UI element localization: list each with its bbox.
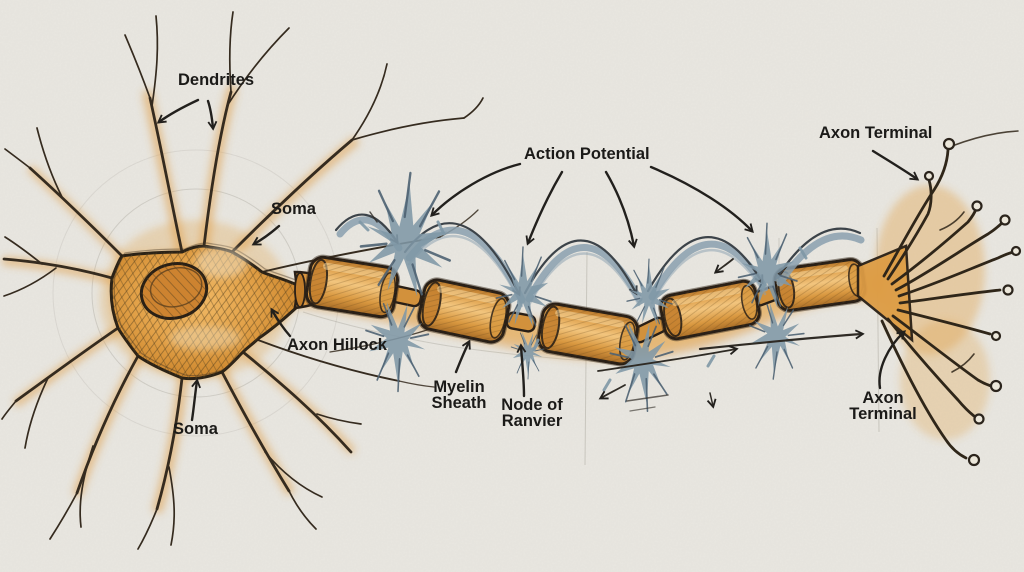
label-node-of-ranvier: Node of Ranvier xyxy=(496,396,568,430)
axon-terminal xyxy=(856,130,1022,467)
node-of-ranvier-arrow xyxy=(521,346,524,398)
action-potential-arrow-1 xyxy=(432,162,522,215)
myelin-segment xyxy=(658,278,762,342)
label-soma-upper: Soma xyxy=(271,200,316,218)
label-axon-terminal-top: Axon Terminal xyxy=(819,124,933,142)
dendrites xyxy=(1,11,484,550)
action-potential-arrow-3 xyxy=(604,170,634,246)
action-potential-arrow-2 xyxy=(528,170,564,243)
axon-terminal-top-arrow xyxy=(871,149,917,179)
dendrites-arrow-1 xyxy=(159,98,200,122)
label-node-of-ranvier-line2: Ranvier xyxy=(501,411,563,430)
label-axon-terminal-bottom: Axon Terminal xyxy=(847,389,919,423)
action-potential-arcs xyxy=(334,213,865,308)
label-axon-hillock: Axon Hillock xyxy=(287,336,387,354)
myelin-segment xyxy=(303,254,401,320)
label-myelin-sheath-line2: Sheath xyxy=(431,393,487,412)
label-soma-upper-text: Soma xyxy=(271,200,316,218)
label-soma-lower: Soma xyxy=(173,420,218,438)
impulse-starbursts xyxy=(356,167,808,415)
soma-lower-arrow xyxy=(190,381,197,422)
axon-hillock-arrow xyxy=(272,310,292,338)
action-potential-arrow-4 xyxy=(649,165,752,231)
myelin-segment xyxy=(416,277,512,345)
myelin-sheath-arrow xyxy=(454,342,469,374)
label-axon-terminal-bottom-line1: Axon xyxy=(862,389,904,407)
label-arrows xyxy=(159,98,917,422)
label-action-potential-text: Action Potential xyxy=(524,145,650,163)
label-soma-lower-text: Soma xyxy=(173,420,218,438)
label-axon-terminal-top-text: Axon Terminal xyxy=(819,124,933,142)
label-action-potential: Action Potential xyxy=(524,145,650,163)
label-node-of-ranvier-line1: Node of xyxy=(501,396,563,414)
axon-terminal-bottom-arrow xyxy=(878,332,904,390)
label-myelin-sheath: Myelin Sheath xyxy=(424,378,494,412)
sketch-arrows xyxy=(369,211,862,412)
soma xyxy=(109,242,302,381)
dendrites-arrow-2 xyxy=(206,99,213,128)
label-dendrites-text: Dendrites xyxy=(178,71,255,89)
soma-upper-arrow xyxy=(254,224,281,244)
label-dendrites: Dendrites xyxy=(178,71,255,89)
axon xyxy=(293,254,868,367)
terminal-knobs xyxy=(923,137,1022,467)
label-axon-terminal-bottom-line2: Terminal xyxy=(849,404,917,423)
label-myelin-sheath-line1: Myelin xyxy=(433,378,485,396)
nucleus xyxy=(139,262,209,320)
label-axon-hillock-text: Axon Hillock xyxy=(287,336,387,354)
